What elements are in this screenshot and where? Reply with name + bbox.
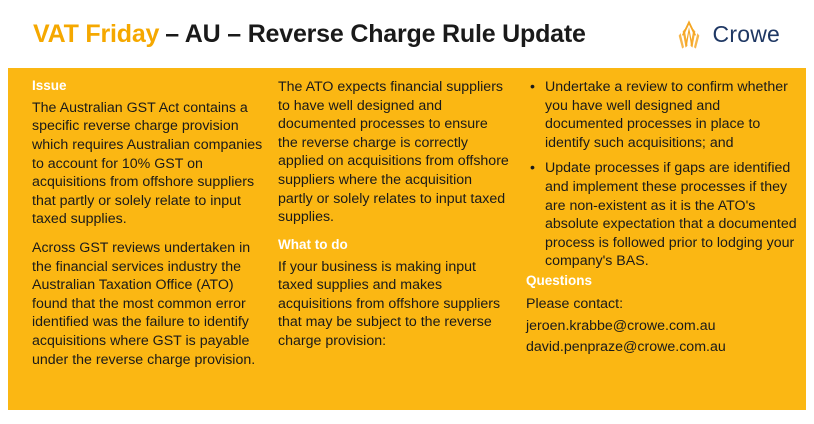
list-item: • Update processes if gaps are identifie… xyxy=(526,159,798,271)
action-bullet-text: Update processes if gaps are identified … xyxy=(545,160,797,270)
ato-expectations-paragraph: The ATO expects financial suppliers to h… xyxy=(278,79,509,226)
crowe-logo: Crowe xyxy=(672,19,780,49)
bullet-dot-icon: • xyxy=(530,79,535,95)
action-bullet-text: Undertake a review to confirm whether yo… xyxy=(545,79,788,151)
crowe-logo-mark-icon xyxy=(672,19,706,49)
issue-paragraph-2: Across GST reviews undertaken in the fin… xyxy=(32,240,256,368)
column-issue: Issue The Australian GST Act contains a … xyxy=(32,78,270,369)
title-subject-text: – AU – Reverse Charge Rule Update xyxy=(165,19,586,48)
crowe-logo-text: Crowe xyxy=(712,20,780,47)
column-actions-and-questions: • Undertake a review to confirm whether … xyxy=(526,78,798,358)
bottom-white-strip xyxy=(0,410,814,424)
please-contact-label: Please contact: xyxy=(526,295,624,312)
contact-email-1[interactable]: jeroen.krabbe@crowe.com.au xyxy=(526,318,716,335)
title-accent-text: VAT Friday xyxy=(33,19,160,48)
list-item: • Undertake a review to confirm whether … xyxy=(526,78,798,152)
issue-heading: Issue xyxy=(32,78,67,93)
slide-header: VAT Friday – AU – Reverse Charge Rule Up… xyxy=(0,0,814,68)
action-bullet-list: • Undertake a review to confirm whether … xyxy=(526,78,798,271)
column-ato-expectations: The ATO expects financial suppliers to h… xyxy=(278,78,510,351)
what-to-do-intro: If your business is making input taxed s… xyxy=(278,258,501,349)
contact-email-2[interactable]: david.penpraze@crowe.com.au xyxy=(526,339,726,355)
bullet-dot-icon: • xyxy=(530,160,535,177)
content-columns: Issue The Australian GST Act contains a … xyxy=(8,78,806,410)
questions-heading: Questions xyxy=(526,272,593,288)
what-to-do-heading: What to do xyxy=(278,236,348,252)
issue-paragraph-1: The Australian GST Act contains a specif… xyxy=(32,99,263,228)
page-title: VAT Friday – AU – Reverse Charge Rule Up… xyxy=(33,20,586,49)
content-panel: Issue The Australian GST Act contains a … xyxy=(8,68,806,410)
